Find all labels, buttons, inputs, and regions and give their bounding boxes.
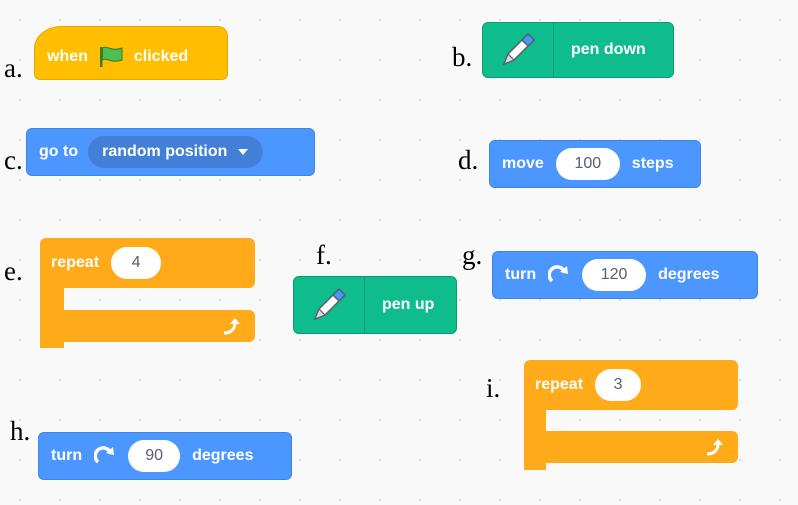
go-to-block[interactable]: go to random position	[26, 128, 315, 176]
repeat-label: repeat	[51, 254, 100, 271]
green-flag-icon	[98, 45, 124, 69]
rotate-clockwise-icon	[548, 265, 570, 285]
repeat-4-bottom	[40, 310, 255, 342]
repeat-3-bottom	[524, 431, 738, 463]
repeat-label: repeat	[535, 376, 584, 393]
pen-icon	[483, 23, 554, 77]
label-i: i.	[486, 373, 501, 403]
label-f: f.	[316, 240, 332, 270]
turn-120-block[interactable]: turn 120 degrees	[492, 251, 758, 299]
pen-down-block[interactable]: pen down	[482, 22, 674, 78]
pen-icon	[294, 277, 365, 333]
move-steps-block[interactable]: move 100 steps	[489, 140, 701, 188]
go-to-label: go to	[39, 143, 79, 160]
when-flag-clicked-block[interactable]: when clicked	[34, 26, 228, 80]
loop-arrow-icon	[221, 318, 241, 336]
degrees-input[interactable]: 90	[128, 440, 181, 472]
move-label: move	[502, 155, 544, 172]
repeat-4-top: repeat 4	[40, 238, 255, 288]
degrees-input[interactable]: 120	[582, 259, 647, 291]
turn-90-block[interactable]: turn 90 degrees	[38, 432, 292, 480]
repeat-3-top: repeat 3	[524, 360, 738, 410]
label-g: g.	[462, 240, 483, 270]
degrees-label: degrees	[658, 266, 720, 283]
turn-label: turn	[505, 266, 537, 283]
dropdown-value: random position	[102, 143, 228, 160]
rotate-clockwise-icon	[94, 446, 116, 466]
repeat-4-block[interactable]: repeat 4	[40, 238, 255, 350]
pen-up-label: pen up	[382, 296, 435, 313]
turn-label: turn	[51, 447, 83, 464]
label-b: b.	[452, 42, 473, 72]
repeat-3-block[interactable]: repeat 3	[524, 360, 738, 472]
label-h: h.	[10, 416, 31, 446]
label-e: e.	[4, 256, 23, 286]
clicked-label: clicked	[133, 48, 189, 65]
label-d: d.	[458, 145, 479, 175]
degrees-label: degrees	[192, 447, 254, 464]
position-dropdown[interactable]: random position	[88, 136, 264, 168]
pen-up-block[interactable]: pen up	[293, 276, 457, 334]
steps-input[interactable]: 100	[555, 148, 620, 180]
chevron-down-icon	[237, 148, 249, 156]
loop-arrow-icon	[704, 439, 724, 457]
pen-down-label: pen down	[571, 41, 646, 58]
label-c: c.	[4, 145, 23, 175]
repeat-count-input[interactable]: 4	[111, 247, 162, 279]
repeat-count-input[interactable]: 3	[595, 369, 642, 401]
steps-label: steps	[631, 155, 674, 172]
when-label: when	[47, 48, 88, 65]
label-a: a.	[4, 53, 23, 83]
